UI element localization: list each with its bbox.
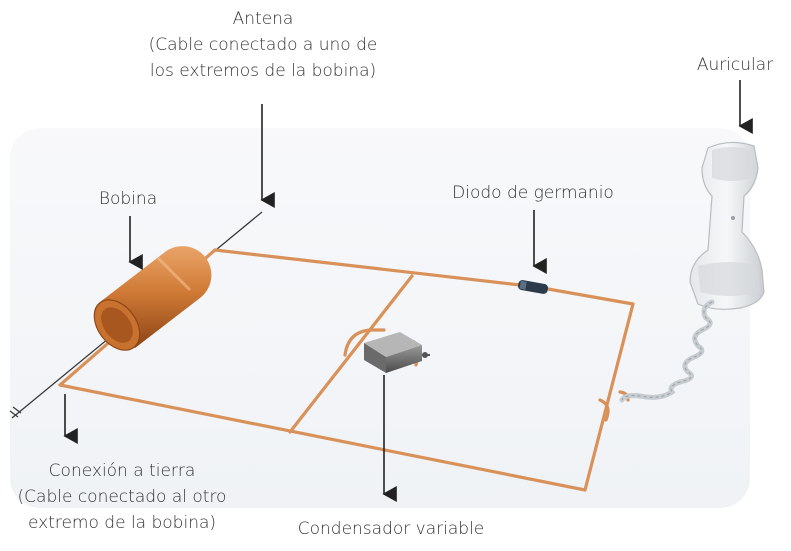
antena-label-line2: (Cable conectado a uno de: [148, 35, 378, 55]
tierra-label-line2: (Cable conectado al otro: [17, 487, 227, 507]
copper-coil-icon: [93, 246, 212, 351]
variable-capacitor-icon: [364, 332, 430, 373]
tierra-label-line3: extremo de la bobina): [27, 513, 217, 533]
antena-label: Antena (Cable conectado a uno de los ext…: [128, 6, 398, 84]
pointer-arrows: [63, 80, 753, 502]
antena-label-line3: los extremos de la bobina): [149, 61, 377, 81]
germanium-diode-icon: [517, 280, 549, 294]
condensador-label: Condensador variable: [297, 519, 485, 539]
antena-label-title: Antena: [232, 9, 294, 29]
handset-earphone-icon: [619, 141, 765, 403]
auricular-label: Auricular: [696, 55, 774, 75]
diodo-label: Diodo de germanio: [452, 183, 614, 203]
bobina-label: Bobina: [98, 189, 158, 209]
tierra-label-title: Conexión a tierra: [48, 461, 196, 481]
tierra-label: Conexión a tierra (Cable conectado al ot…: [2, 458, 242, 536]
